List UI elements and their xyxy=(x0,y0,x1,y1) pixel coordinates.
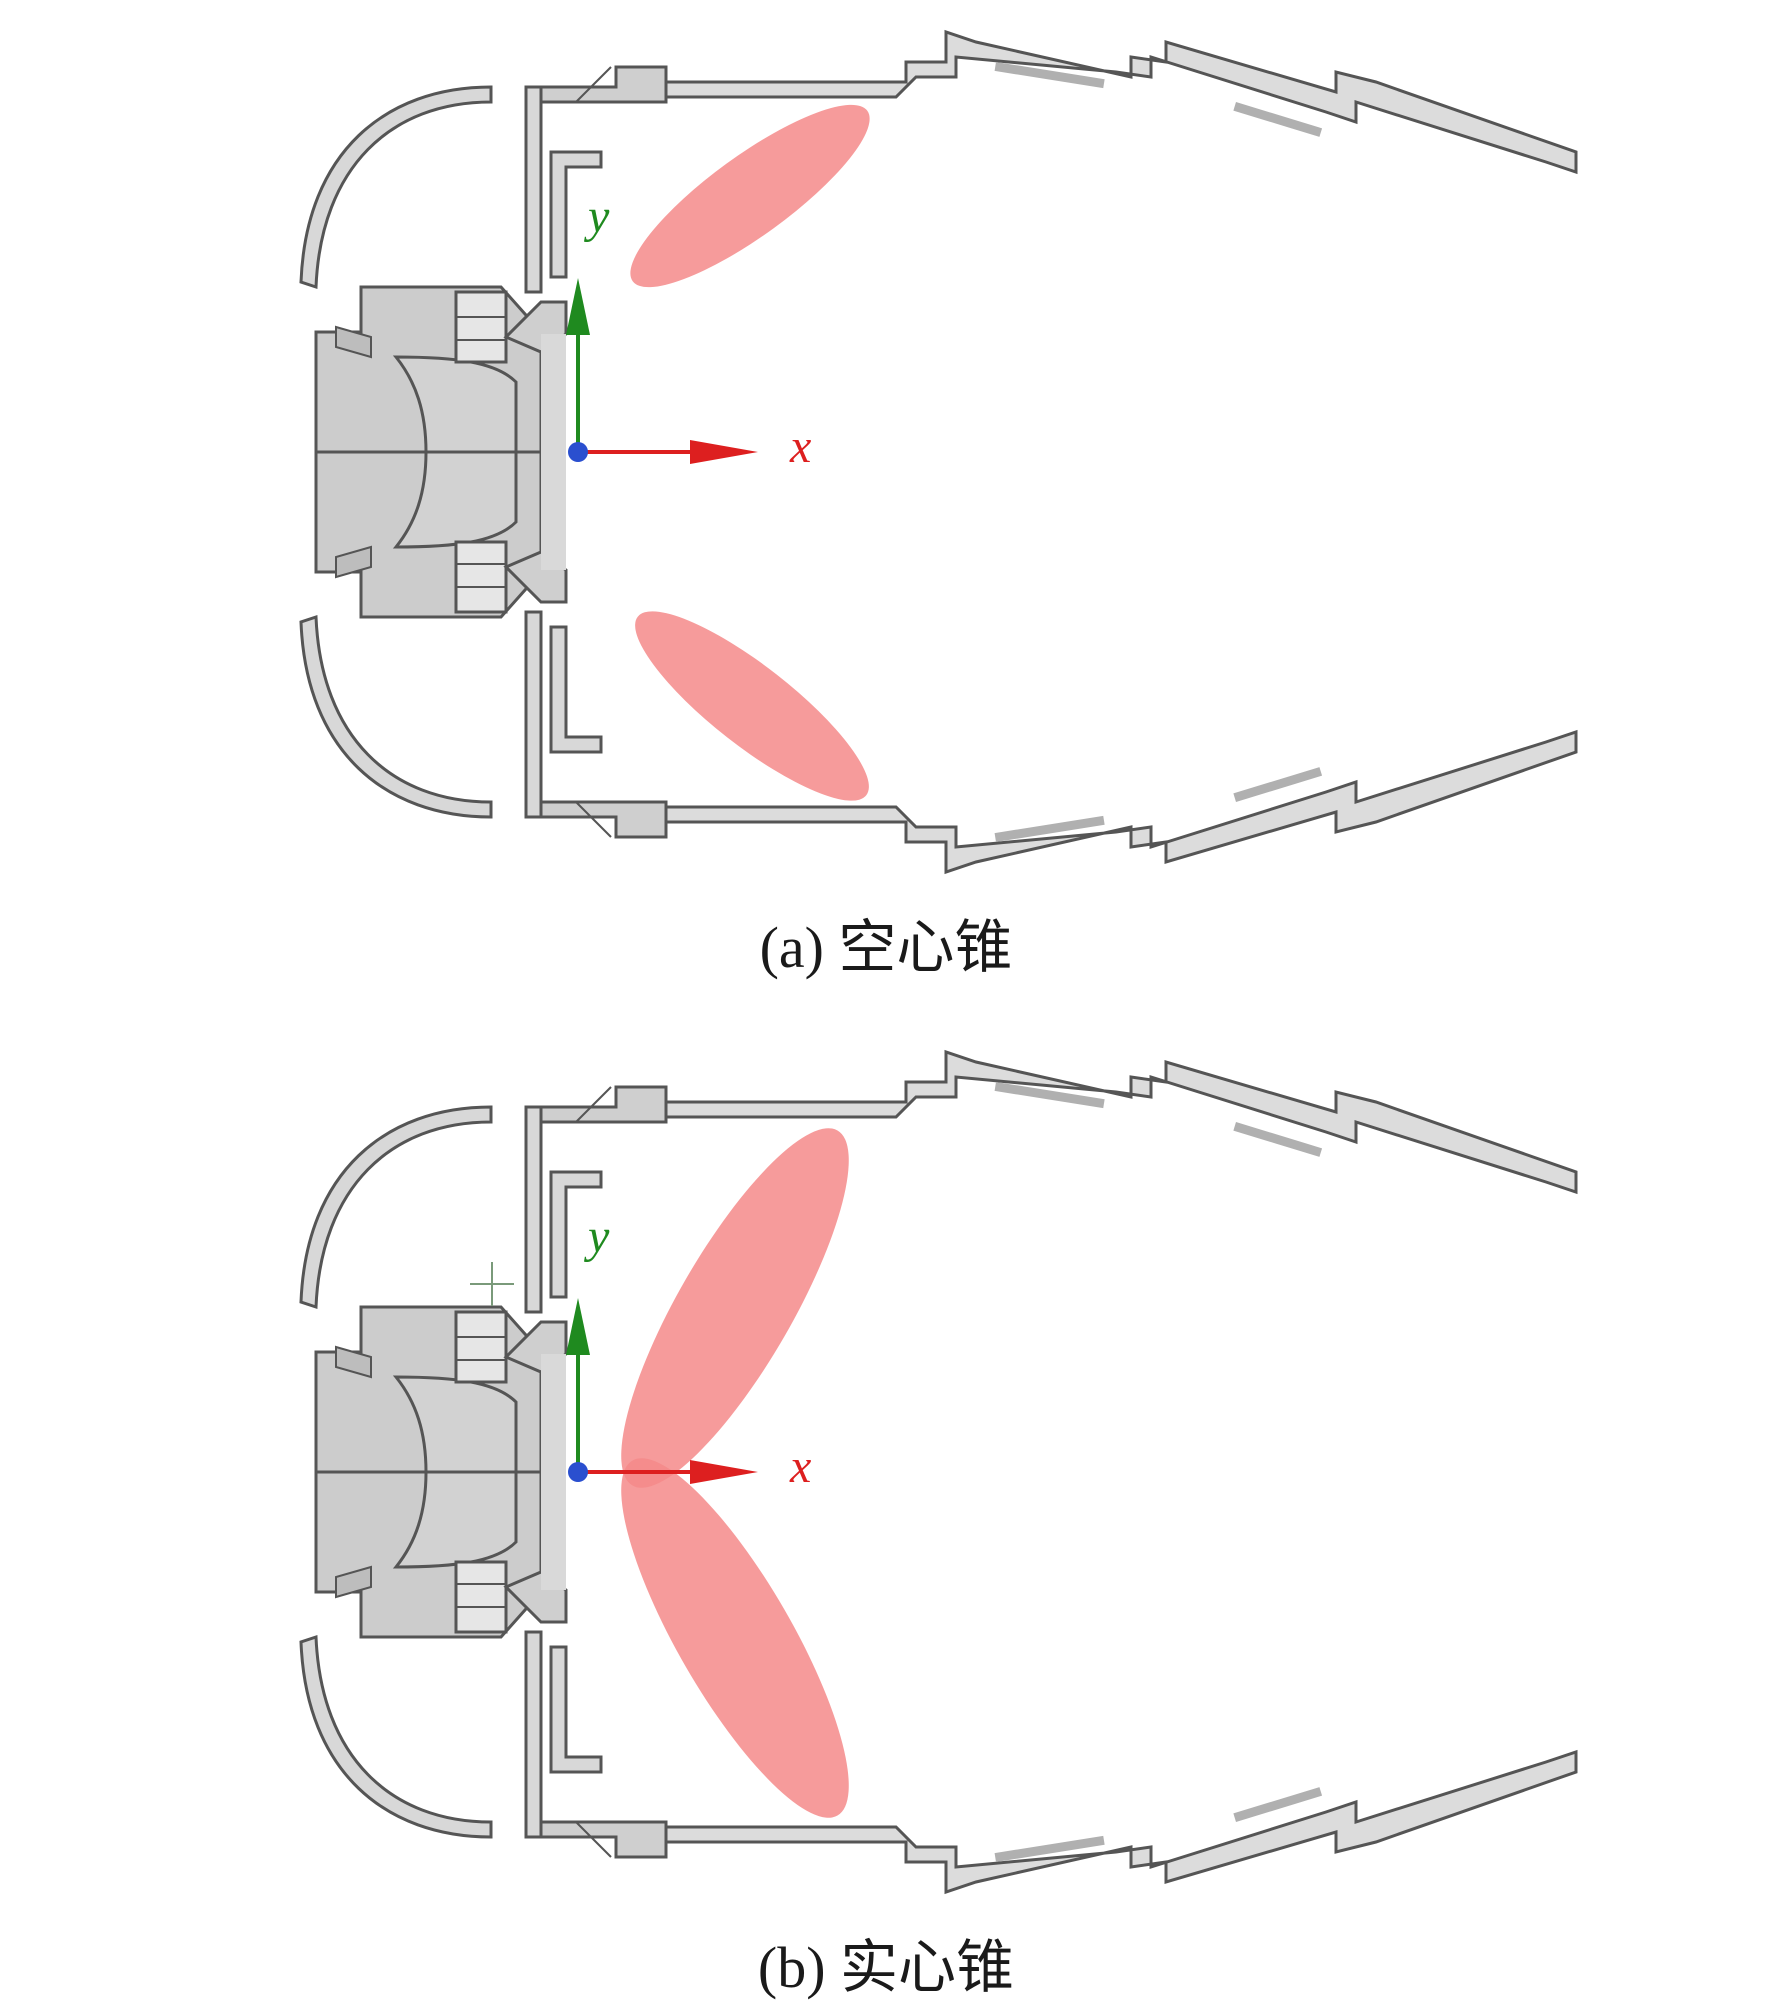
x-arrowhead xyxy=(690,1460,758,1484)
y-axis-label: y xyxy=(583,190,610,243)
panel-a-axes: y x xyxy=(566,190,811,473)
crosshair-icon xyxy=(470,1262,514,1306)
panel-a-spray xyxy=(630,104,870,801)
y-axis-label: y xyxy=(583,1210,610,1263)
spray-lobe-lower xyxy=(621,1458,849,1818)
origin-point xyxy=(568,442,588,462)
panel-b-spray xyxy=(621,1128,849,1818)
caption-a: (a) 空心锥 xyxy=(759,915,1013,980)
spray-lobe-upper xyxy=(621,1128,849,1488)
x-axis-label: x xyxy=(789,1440,811,1493)
panel-b-axes: y x xyxy=(470,1210,811,1493)
y-arrowhead xyxy=(566,278,590,335)
panel-b-geometry xyxy=(299,1050,1578,1894)
spray-lobe-lower xyxy=(635,611,869,801)
origin-point xyxy=(568,1462,588,1482)
panel-a-geometry xyxy=(299,30,1578,874)
x-arrowhead xyxy=(690,440,758,464)
spray-lobe-upper xyxy=(630,104,870,288)
y-arrowhead xyxy=(566,1298,590,1355)
x-axis-label: x xyxy=(789,420,811,473)
caption-b: (b) 实心锥 xyxy=(757,1935,1015,2000)
